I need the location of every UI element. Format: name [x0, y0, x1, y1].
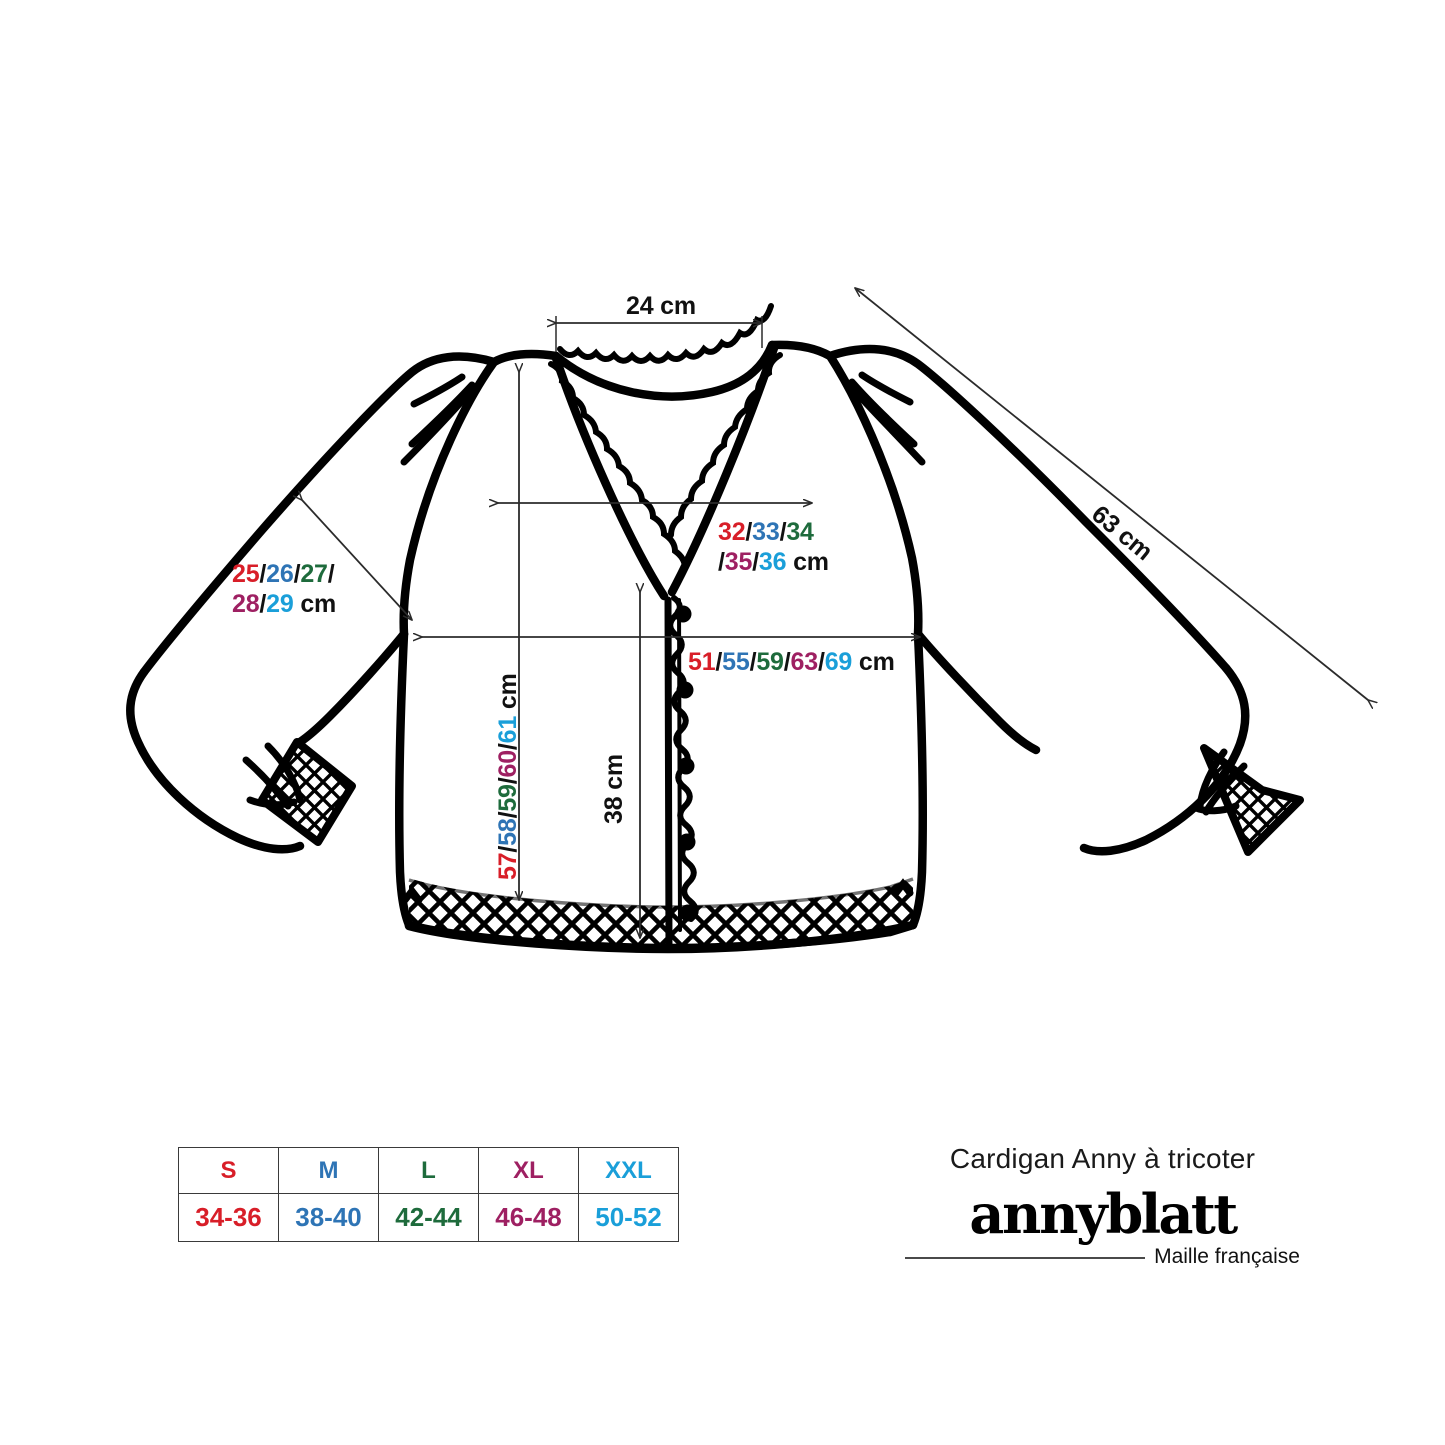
- size-value-L: 42-44: [378, 1193, 479, 1242]
- left-v-picot-trim: [548, 361, 688, 571]
- size-chart-header-row: S M L XL XXL: [178, 1147, 679, 1194]
- value-L: 59: [756, 648, 784, 676]
- label-yoke-width: 32/33/34 /35/36 cm: [718, 518, 829, 576]
- size-chart-value-row: 34-36 38-40 42-44 46-48 50-52: [178, 1193, 679, 1242]
- left-sleeve-underarm-seam: [295, 629, 409, 747]
- value-L: 59: [494, 784, 522, 812]
- dimension-sleeve-length: [855, 288, 1368, 700]
- brand-block: Cardigan Anny à tricoter annyblatt Maill…: [905, 1143, 1300, 1269]
- right-sleeve-underarm-seam: [913, 629, 1041, 755]
- size-header-L: L: [378, 1147, 479, 1194]
- body-right-side-seam: [908, 629, 928, 930]
- label-sleeve-width: 25/26/27/ 28/29 cm: [232, 560, 337, 618]
- tagline-row: Maille française: [905, 1245, 1300, 1269]
- size-header-M: M: [278, 1147, 379, 1194]
- size-value-M: 38-40: [278, 1193, 379, 1242]
- back-neck-curve: [551, 340, 777, 401]
- size-header-XL: XL: [478, 1147, 579, 1194]
- left-shoulder-seam: [489, 349, 561, 367]
- value-XXL: 36: [758, 547, 787, 576]
- hem-rib-band: [401, 877, 918, 954]
- value-S: 25: [232, 560, 260, 588]
- body-left-side-seam: [394, 629, 414, 930]
- value-XL: 63: [790, 648, 819, 676]
- size-chart-table: S M L XL XXL 34-36 38-40 42-44 46-48 50-…: [178, 1147, 679, 1242]
- left-sleeve-gathers: [400, 373, 476, 466]
- button: [677, 757, 695, 775]
- value-XL: 60: [494, 750, 522, 778]
- value-XL: 35: [724, 547, 753, 576]
- value-XL: 28: [232, 589, 260, 618]
- logo-anny: anny: [969, 1182, 1107, 1246]
- right-sleeve-top-edge: [825, 344, 1231, 673]
- value-XXL: 29: [266, 589, 294, 618]
- size-value-S: 34-36: [178, 1193, 279, 1242]
- tagline-rule: [905, 1257, 1146, 1259]
- size-value-XL: 46-48: [478, 1193, 579, 1242]
- size-header-S: S: [178, 1147, 279, 1194]
- label-chest-width: 51/55/59/63/69 cm: [688, 648, 895, 676]
- value-M: 33: [752, 518, 780, 546]
- value-S: 57: [494, 852, 522, 880]
- logo-blatt: blatt: [1105, 1182, 1238, 1246]
- brand-tagline: Maille française: [1154, 1245, 1300, 1268]
- value-M: 55: [722, 648, 750, 676]
- button: [676, 681, 694, 699]
- right-v-picot-trim: [668, 352, 783, 538]
- value-M: 26: [266, 560, 294, 588]
- value-M: 58: [494, 818, 522, 846]
- button: [674, 605, 692, 623]
- left-sleeve-top-edge: [139, 352, 499, 677]
- button: [678, 833, 696, 851]
- neckline-picot-trim: [557, 303, 774, 364]
- left-sleeve-outer-edge: [126, 667, 305, 854]
- value-S: 32: [718, 518, 746, 546]
- center-front-placket: [664, 596, 673, 952]
- dimension-lines: [302, 288, 1368, 938]
- label-neck-width: 24 cm: [626, 292, 696, 320]
- value-XXL: 61: [494, 715, 522, 744]
- size-value-XXL: 50-52: [578, 1193, 679, 1242]
- annyblatt-logo: annyblatt: [905, 1187, 1300, 1241]
- pattern-caption: Cardigan Anny à tricoter: [949, 1143, 1256, 1174]
- value-S: 51: [688, 648, 716, 676]
- dimension-sleeve-width: [302, 500, 412, 620]
- value-L: 27: [300, 560, 328, 588]
- size-header-XXL: XXL: [578, 1147, 679, 1194]
- value-L: 34: [786, 518, 814, 546]
- value-XXL: 69: [824, 648, 853, 676]
